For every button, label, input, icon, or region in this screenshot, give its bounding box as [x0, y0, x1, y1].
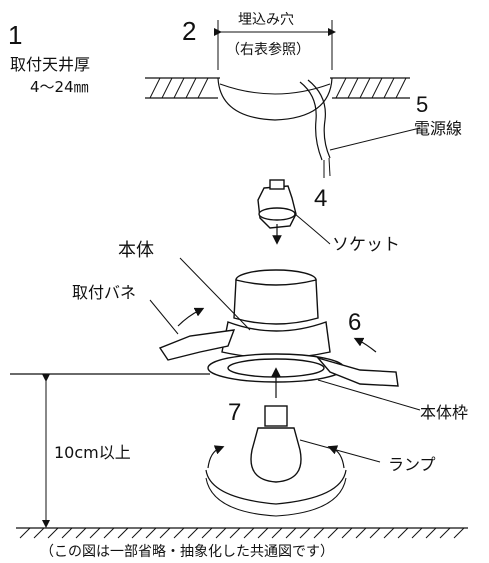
floor — [16, 527, 468, 539]
step-5-number: 5 — [416, 92, 428, 117]
step-4-number: 4 — [314, 185, 327, 212]
power-cable-label: 電源線 — [414, 119, 462, 138]
lamp — [205, 367, 381, 517]
lamp-label: ランプ — [388, 455, 436, 474]
socket-label: ソケット — [332, 235, 400, 255]
ceiling-board — [145, 20, 410, 121]
power-cable — [299, 79, 421, 178]
socket — [257, 179, 331, 245]
spring-label: 取付バネ — [72, 283, 136, 302]
hole-reference: （右表参照） — [226, 41, 310, 58]
hole-label: 埋込み穴 — [238, 12, 294, 28]
step-6-number: 6 — [348, 309, 361, 336]
step-1-number: 1 — [8, 20, 22, 50]
step-7-number: 7 — [228, 399, 241, 426]
fixture-body — [149, 257, 421, 411]
rotation-arrows — [177, 307, 377, 353]
thickness-range: 4〜24㎜ — [30, 78, 89, 96]
body-label: 本体 — [118, 240, 154, 261]
thickness-label: 取付天井厚 — [10, 55, 90, 74]
frame-label: 本体枠 — [420, 403, 468, 422]
footnote: （この図は一部省略・抽象化した共通図です） — [40, 544, 334, 560]
step-2-number: 2 — [182, 16, 196, 46]
height-label: 10cm以上 — [54, 443, 131, 462]
